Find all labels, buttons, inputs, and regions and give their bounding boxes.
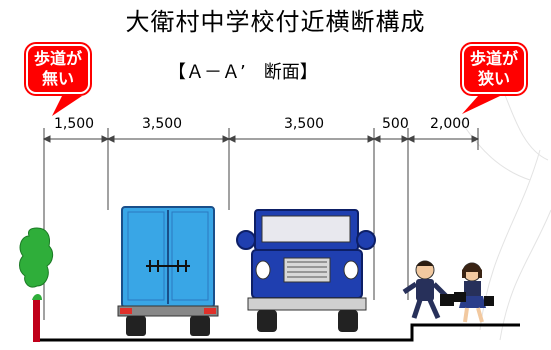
dimension-line xyxy=(42,128,480,320)
tree-icon xyxy=(19,227,54,342)
dimension-label: 3,500 xyxy=(284,116,325,132)
students-walking-icon xyxy=(402,260,494,323)
callout-narrow-sidewalk-line2: 狭い xyxy=(478,69,511,88)
left-callout-tail xyxy=(52,96,82,116)
dimension-label: 2,000 xyxy=(430,116,471,132)
right-callout-tail xyxy=(462,96,500,114)
callout-narrow-sidewalk-line1: 歩道が xyxy=(470,49,519,68)
road-surface xyxy=(38,323,520,342)
callout-no-sidewalk-line2: 無い xyxy=(42,69,75,88)
callout-narrow-sidewalk: 歩道が 狭い xyxy=(462,44,527,94)
page-title: 大衛村中学校付近横断構成 xyxy=(125,8,426,36)
section-label: 【Ａ－Ａ’ 断面】 xyxy=(168,62,318,83)
dimension-label: 1,500 xyxy=(54,116,95,132)
callout-no-sidewalk: 歩道が 無い xyxy=(26,44,91,94)
box-truck-icon xyxy=(117,206,219,336)
callout-no-sidewalk-line1: 歩道が xyxy=(34,49,83,68)
cargo-truck-icon xyxy=(236,209,376,332)
dimension-label: 500 xyxy=(382,116,409,132)
dimension-label: 3,500 xyxy=(142,116,183,132)
